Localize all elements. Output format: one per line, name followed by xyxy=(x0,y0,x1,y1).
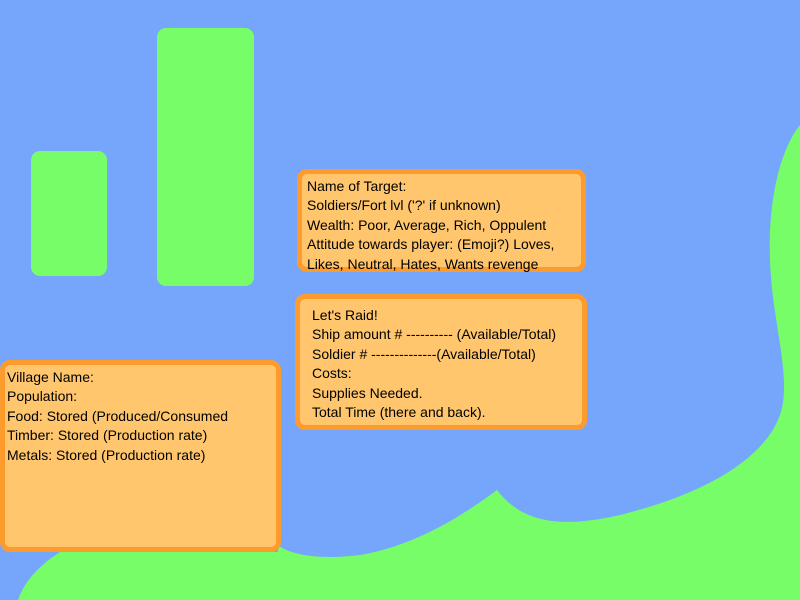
target-soldiers-label: Soldiers/Fort lvl ('?' if unknown) xyxy=(307,197,501,214)
soldier-amount-slider[interactable]: Soldier # --------------(Available/Total… xyxy=(312,345,536,362)
target-wealth-label: Wealth: Poor, Average, Rich, Oppulent xyxy=(307,216,547,233)
food-label: Food: Stored (Produced/Consumed xyxy=(7,407,229,424)
island-landmass xyxy=(18,125,800,600)
target-attitude-label: Attitude towards player: (Emoji?) Loves,… xyxy=(307,236,555,272)
raid-panel: Let's Raid! Ship amount # ---------- (Av… xyxy=(295,294,587,430)
costs-label: Costs: xyxy=(312,365,352,382)
village-info-panel: Village Name: Population: Food: Stored (… xyxy=(0,360,281,552)
village-name-label: Village Name: xyxy=(7,369,94,385)
target-name-label: Name of Target: xyxy=(307,178,407,194)
metals-label: Metals: Stored (Production rate) xyxy=(7,446,206,463)
target-info-panel: Name of Target: Soldiers/Fort lvl ('?' i… xyxy=(297,169,586,272)
raid-title[interactable]: Let's Raid! xyxy=(312,307,378,323)
supplies-needed-label: Supplies Needed. xyxy=(312,384,423,401)
building-tall[interactable] xyxy=(157,28,254,286)
timber-label: Timber: Stored (Production rate) xyxy=(7,427,208,444)
ship-amount-slider[interactable]: Ship amount # ---------- (Available/Tota… xyxy=(312,326,557,343)
population-label: Population: xyxy=(7,388,78,405)
total-time-label: Total Time (there and back). xyxy=(312,404,486,421)
building-small[interactable] xyxy=(31,151,107,276)
